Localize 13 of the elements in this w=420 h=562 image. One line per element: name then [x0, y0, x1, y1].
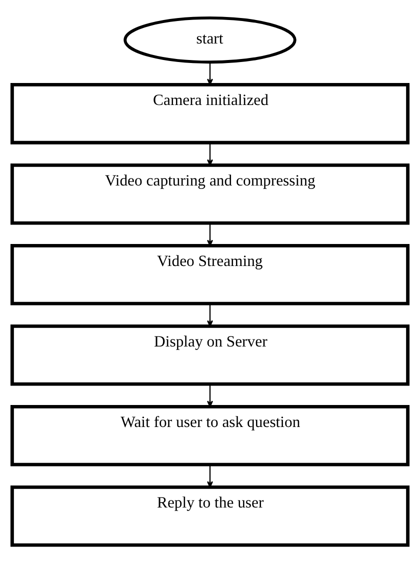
node-ellipse: start — [124, 16, 296, 64]
arrow — [206, 62, 214, 85]
node-box: Video Streaming — [10, 243, 410, 305]
node-box: Camera initialized — [10, 82, 410, 144]
node-box: Reply to the user — [10, 484, 410, 546]
arrow — [206, 303, 214, 326]
node-box: Display on Server — [10, 324, 410, 386]
arrow — [206, 384, 214, 407]
arrow — [206, 142, 214, 166]
arrow — [206, 464, 214, 488]
node-box: Video capturing and compressing — [10, 162, 410, 224]
arrow — [206, 222, 214, 246]
node-box: Wait for user to ask question — [10, 404, 410, 466]
